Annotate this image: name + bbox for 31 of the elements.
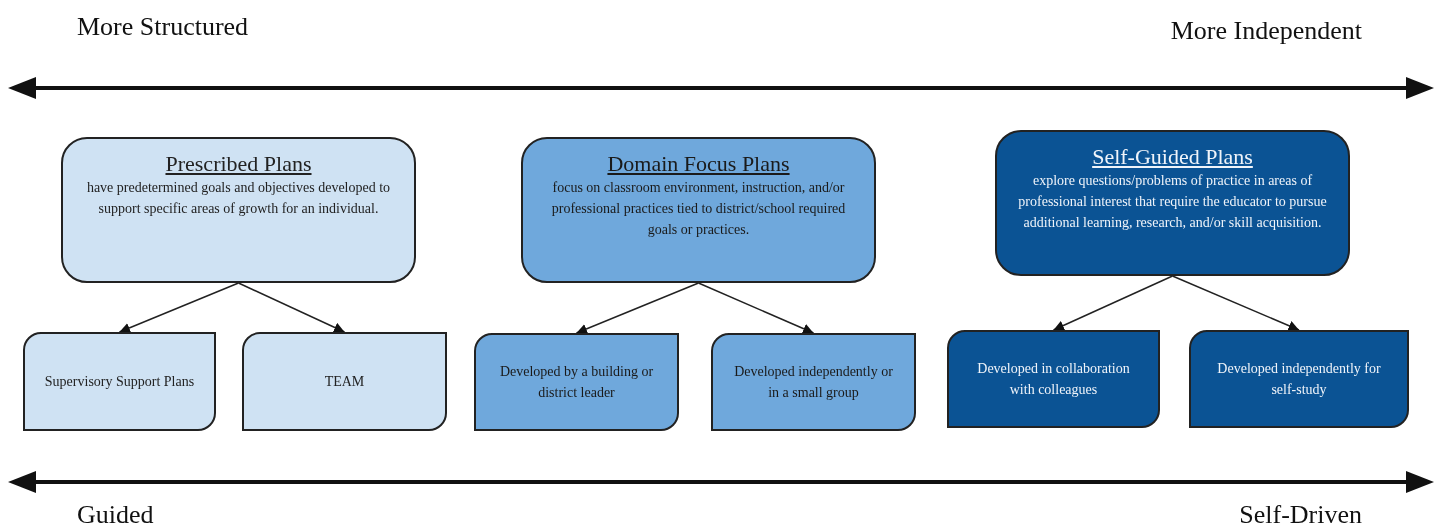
- sub-plan-text: Developed by a building or district leader: [498, 363, 655, 402]
- sub-plan-box: [23, 332, 216, 431]
- plan-heading: Self-Guided Plans: [1092, 144, 1253, 170]
- sub-plan-box: [242, 332, 447, 431]
- plan-heading: Domain Focus Plans: [607, 151, 790, 177]
- plan-description: explore questions/problems of practice in areas of professional interest that require the educator to pursue additional learning, research, and/or skill acquisition.: [1017, 172, 1328, 232]
- arrow: [575, 282, 700, 334]
- scale-label: Guided: [77, 499, 154, 529]
- scale-label: More Structured: [77, 11, 249, 43]
- sub-plan-text: TEAM: [324, 373, 365, 391]
- arrow: [237, 282, 346, 333]
- plan-box: [521, 137, 876, 283]
- scale-label: Self-Driven: [1239, 499, 1362, 529]
- plan-description: have predetermined goals and objectives developed to support specific areas of growth for an individual.: [85, 179, 392, 218]
- sub-plan-box: [1189, 330, 1409, 428]
- sub-plan-text: Developed independently for self-study: [1216, 360, 1382, 399]
- plan-heading: Prescribed Plans: [165, 151, 312, 177]
- sub-plan-text: Developed independently or in a small group: [733, 363, 894, 402]
- scale-label: More Independent: [1170, 15, 1362, 47]
- arrow: [1052, 275, 1174, 331]
- arrow: [697, 282, 815, 334]
- plan-box: [995, 130, 1350, 276]
- sub-plan-box: [711, 333, 916, 431]
- sub-plan-text: Supervisory Support Plans: [44, 373, 195, 391]
- plan-box: [61, 137, 416, 283]
- arrow: [118, 282, 240, 333]
- sub-plan-box: [474, 333, 679, 431]
- sub-plan-box: [947, 330, 1160, 428]
- arrow: [1171, 275, 1300, 331]
- plan-description: focus on classroom environment, instruction, and/or professional practices tied to district/school required goals or practices.: [550, 179, 847, 239]
- sub-plan-text: Developed in collaboration with colleagues: [976, 360, 1131, 399]
